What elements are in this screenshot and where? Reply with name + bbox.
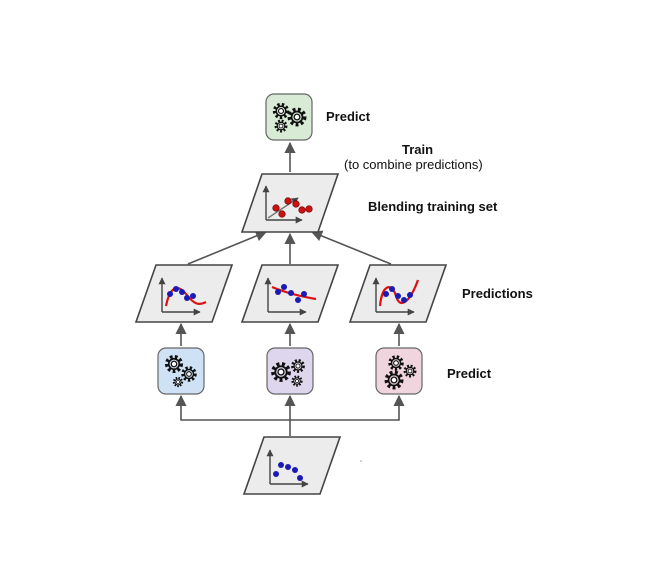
scatter-plot-icon [372,277,420,316]
scatter-plot-icon [264,277,317,316]
scatter-plot-icon [262,185,313,224]
scatter-plot-icon [158,277,207,316]
label-train: Train [402,142,434,157]
predictor-left [157,347,205,395]
connector-pred-left [187,230,268,265]
speck [360,460,362,462]
predictor-right [375,347,423,395]
prediction-panel-right [348,264,448,323]
prediction-panel-center [240,264,340,323]
predictor-top [265,93,313,141]
training-set-panel [242,436,342,495]
label-blending: Blending training set [368,199,498,214]
scatter-plot-icon [266,449,309,488]
connector-bottom-left [175,394,291,436]
label-predict-mid: Predict [447,366,492,381]
blending-set-panel [240,173,340,233]
prediction-panel-left [134,264,234,323]
connector-pred-right [310,230,392,265]
label-predictions: Predictions [462,286,533,301]
predictor-center [266,347,314,395]
connector-bottom-right [290,394,405,421]
label-predict-top: Predict [326,109,371,124]
connectors [175,141,405,436]
label-train-subtitle: (to combine predictions) [344,157,483,172]
